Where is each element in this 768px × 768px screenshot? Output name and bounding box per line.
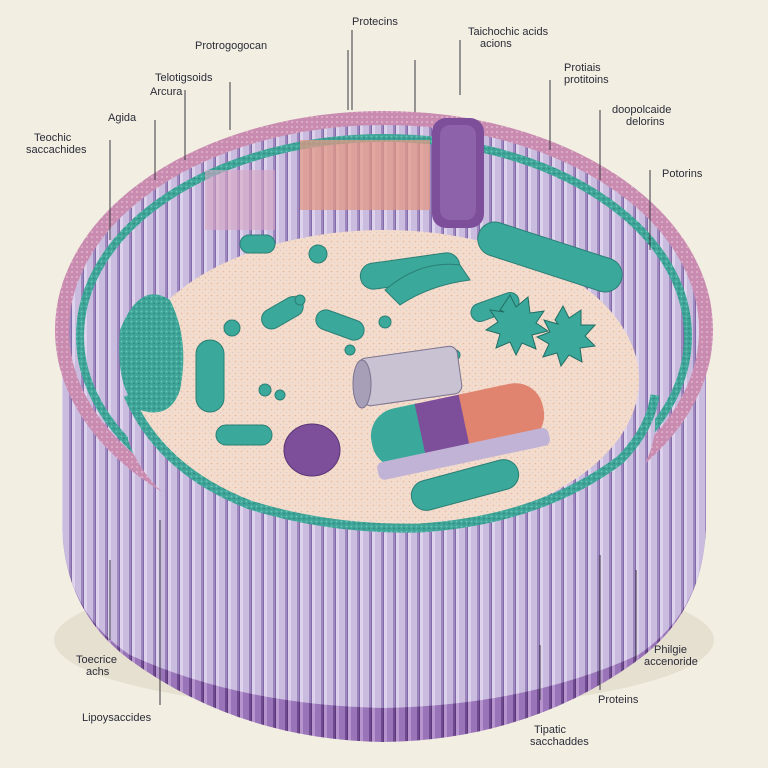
label-protais-line1: Protiais xyxy=(564,62,601,74)
label-doopolcaide-line1: doopolcaide xyxy=(612,104,672,116)
label-toecrice: Toecrice achs xyxy=(76,654,117,678)
label-philgie-line2: accenoride xyxy=(644,656,698,668)
label-protais-line2: protitoins xyxy=(564,74,609,86)
label-agida: Agida xyxy=(108,112,137,124)
label-doopolcaide-line2: delorins xyxy=(626,116,665,128)
teal-proteins xyxy=(195,221,623,511)
gray-cylinder xyxy=(352,345,463,409)
label-teochic: Teochic saccachides xyxy=(26,132,87,156)
label-toecrice-line2: achs xyxy=(86,666,110,678)
label-doopolcaide: doopolcaide delorins xyxy=(612,104,671,128)
label-protreogocan: Protrogogocan xyxy=(195,40,268,52)
label-telotigsoids: Telotigsoids xyxy=(155,72,213,84)
label-teichoic-top-line2: acions xyxy=(480,38,512,50)
label-lipoysaccides: Lipoysaccides xyxy=(82,712,152,724)
label-teochic-line1: Teochic xyxy=(34,132,72,144)
label-arcura: Arcura xyxy=(150,86,183,98)
label-teochic-line2: saccachides xyxy=(26,144,87,156)
label-tipatic-line2: sacchaddes xyxy=(530,736,589,748)
label-tipatic-line1: Tipatic xyxy=(534,724,566,736)
tri-color-capsule xyxy=(370,383,550,480)
leader-lines xyxy=(109,30,651,705)
inner-wall-front xyxy=(123,393,660,561)
label-teichoic-top-line1: Taichochic acids xyxy=(468,26,549,38)
label-philgie-line1: Philgie xyxy=(654,644,688,656)
label-proteins-bottom: Proteins xyxy=(598,694,639,706)
spiky-protein-complexes xyxy=(484,294,597,368)
label-philgie: Philgie accenoride xyxy=(644,644,698,668)
label-protais: Protiais protitoins xyxy=(564,62,609,86)
label-tipatic: Tipatic sacchaddes xyxy=(530,724,589,748)
label-teichoic-top: Taichochic acids acions xyxy=(468,26,548,50)
label-potorins: Potorins xyxy=(662,168,703,180)
label-toecrice-line1: Toecrice xyxy=(76,654,117,666)
purple-vesicle xyxy=(283,423,341,477)
label-proteins-top: Protecins xyxy=(352,16,398,28)
left-protein-cluster xyxy=(119,294,184,413)
